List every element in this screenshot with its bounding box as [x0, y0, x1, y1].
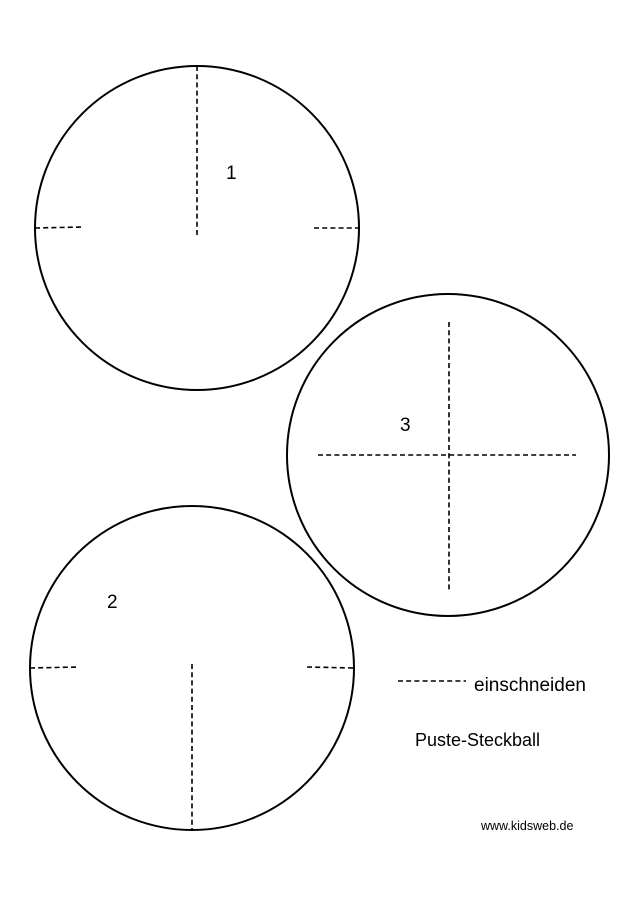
circle-3-number: 3 [400, 415, 411, 436]
circle-1-cut-left [34, 226, 84, 229]
circle-piece-1: 1 [34, 65, 360, 391]
template-title: Puste-Steckball [415, 730, 540, 750]
circle-piece-3: 3 [286, 293, 610, 617]
website-credit: www.kidsweb.de [480, 819, 573, 833]
circle-3-outline [286, 293, 610, 617]
legend-label: einschneiden [474, 675, 586, 696]
legend: einschneiden [398, 675, 586, 696]
circle-1-number: 1 [226, 163, 237, 184]
circle-2-cut-left [29, 666, 79, 669]
circle-1-outline [34, 65, 360, 391]
circle-2-cut-right [306, 666, 355, 669]
circle-piece-2: 2 [29, 505, 355, 831]
circle-2-number: 2 [107, 592, 118, 613]
